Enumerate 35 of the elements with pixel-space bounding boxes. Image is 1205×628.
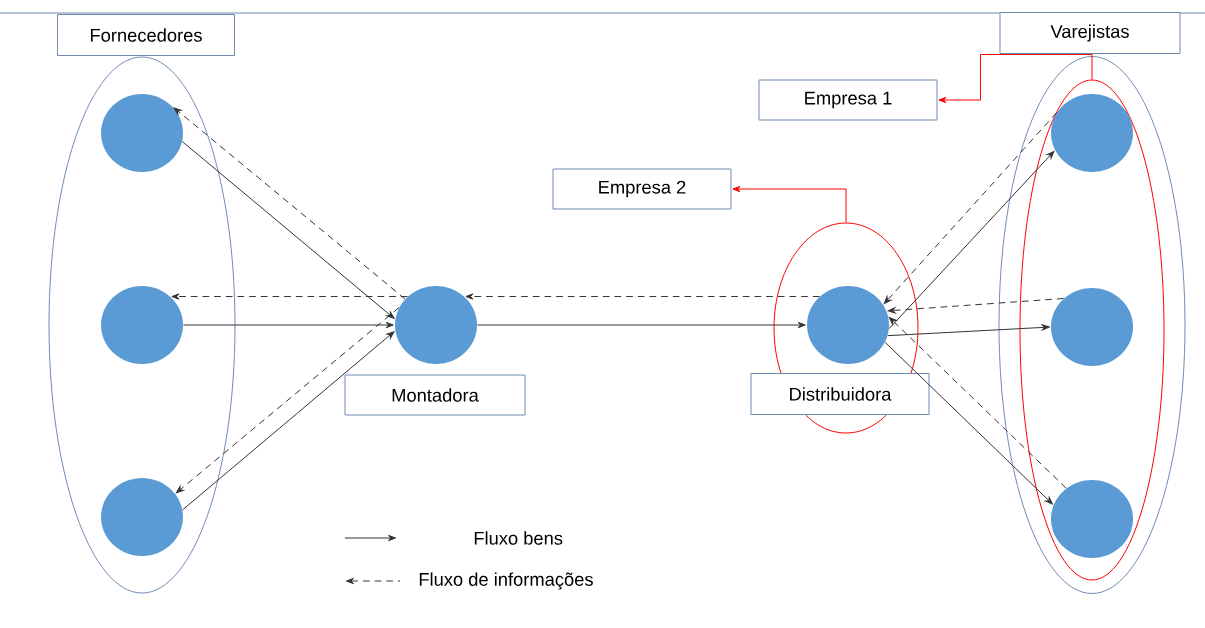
circle [1051, 480, 1133, 558]
arrow [175, 307, 400, 494]
label-box: Fornecedores [57, 14, 235, 56]
circle [101, 286, 183, 364]
circle [101, 478, 183, 556]
ellipse [48, 56, 236, 594]
label-box: Distribuidora [750, 373, 930, 415]
arrow [883, 112, 1058, 305]
arrow [888, 316, 1067, 489]
arrow [884, 341, 1053, 505]
ellipse [998, 56, 1186, 594]
circle [1051, 94, 1133, 172]
legend-text: Fluxo bens [474, 531, 563, 545]
arrow [888, 150, 1055, 330]
connector [938, 54, 1093, 104]
circle [1051, 288, 1133, 366]
label-box: Varejistas [999, 12, 1181, 54]
circle [395, 286, 477, 364]
arrow [173, 107, 406, 300]
arrow [887, 324, 1050, 337]
label-box: Montadora [344, 374, 526, 416]
legend-text: Fluxo de informações [419, 572, 593, 590]
arrow [476, 321, 806, 329]
circle [101, 94, 183, 172]
label-box: Empresa 1 [758, 79, 938, 121]
arrow [171, 293, 408, 300]
connector [732, 185, 847, 223]
arrow [181, 141, 395, 319]
circle [807, 286, 889, 364]
label-box: Empresa 2 [552, 168, 732, 210]
ellipse [1019, 79, 1165, 581]
arrow [182, 331, 395, 511]
arrow [465, 293, 820, 300]
arrow [182, 321, 394, 329]
arrow [887, 298, 1064, 314]
